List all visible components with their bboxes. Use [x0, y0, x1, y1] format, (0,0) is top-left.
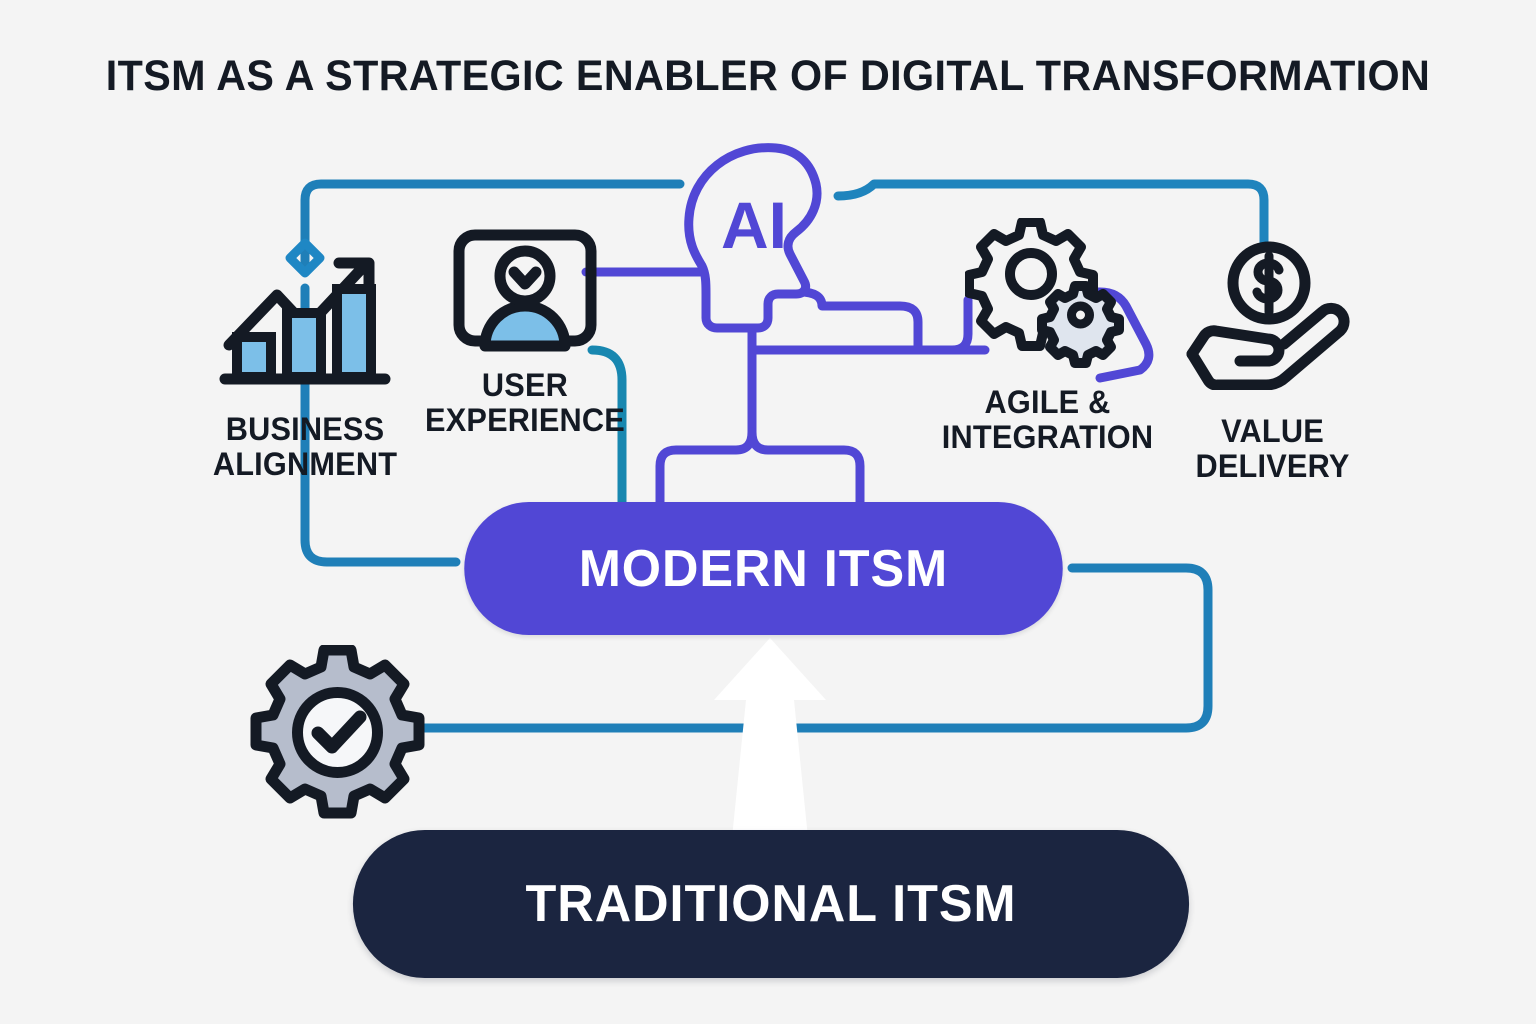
- page-title: ITSM AS A STRATEGIC ENABLER OF DIGITAL T…: [105, 52, 1431, 100]
- ai-head-icon: AI: [672, 138, 842, 333]
- label-value-delivery: VALUE DELIVERY: [1195, 413, 1350, 484]
- dual-gears-icon: [964, 217, 1125, 368]
- gear-check-icon: [250, 644, 425, 820]
- label-agile-integration: AGILE & INTEGRATION: [941, 384, 1154, 455]
- user-satisfaction-icon: [452, 228, 598, 356]
- small-gear: [1037, 281, 1124, 368]
- traditional-itsm-label: TRADITIONAL ITSM: [525, 875, 1017, 933]
- hand-coin-icon: [1182, 240, 1362, 391]
- modern-itsm-label: MODERN ITSM: [578, 539, 949, 598]
- modern-itsm-node[interactable]: MODERN ITSM: [464, 502, 1063, 635]
- up-arrow-icon: [714, 638, 826, 838]
- traditional-itsm-node[interactable]: TRADITIONAL ITSM: [352, 830, 1190, 978]
- label-business-alignment: BUSINESS ALIGNMENT: [212, 411, 398, 482]
- ai-label: AI: [721, 188, 787, 262]
- large-gear: [964, 217, 1098, 351]
- growth-chart-icon: [215, 245, 395, 400]
- label-user-experience: USER EXPERIENCE: [425, 367, 625, 438]
